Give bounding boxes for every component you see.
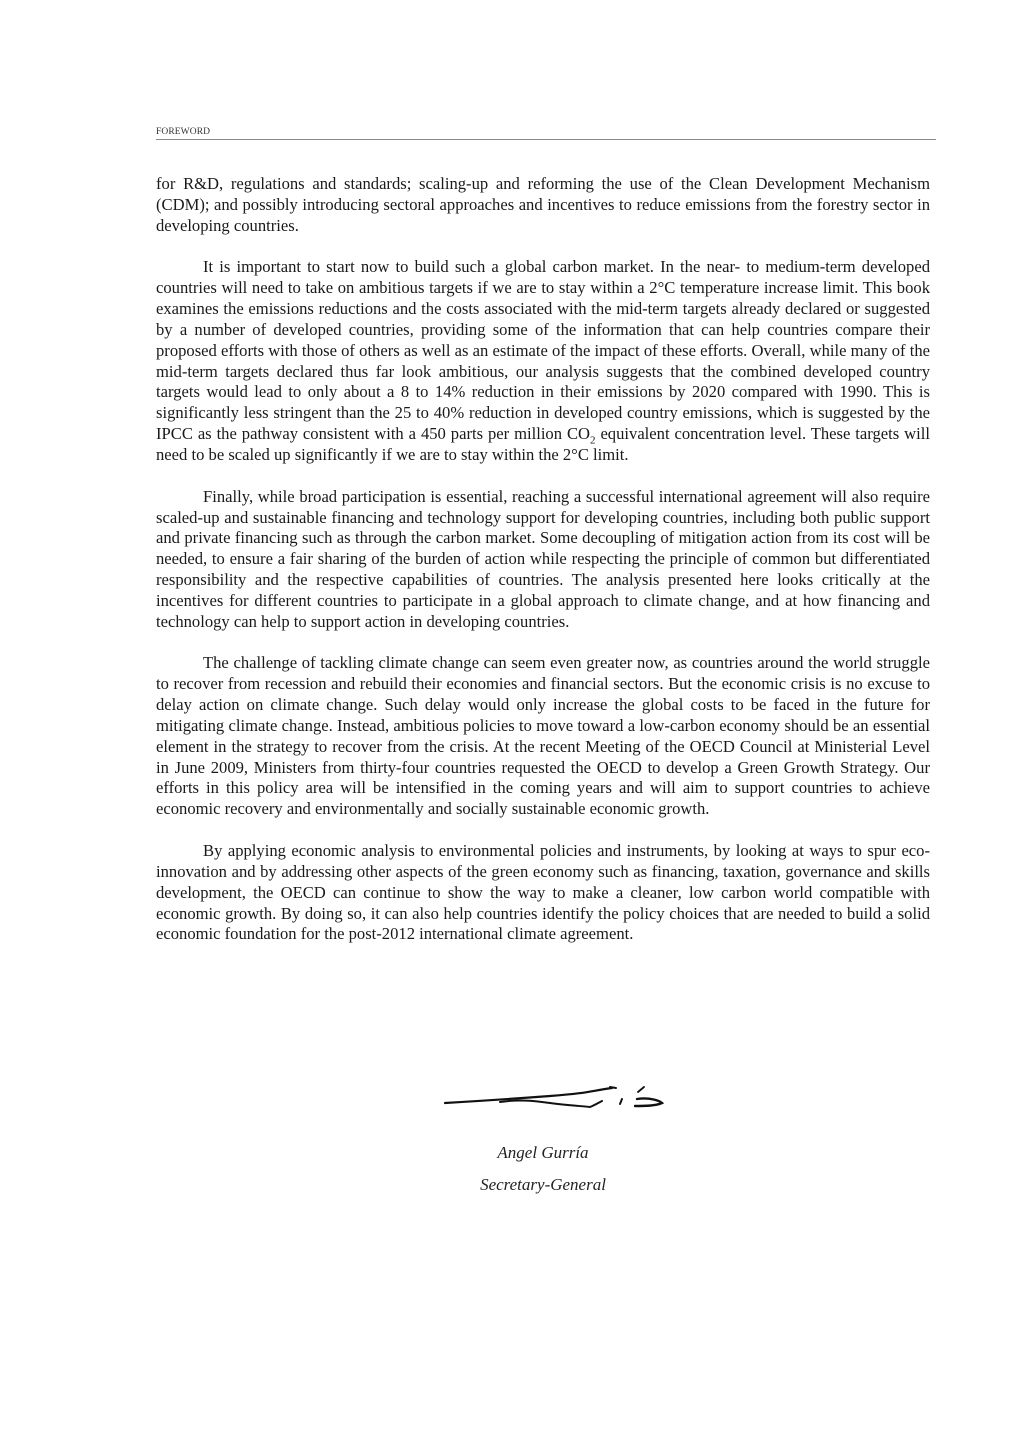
signatory-title: Secretary-General bbox=[480, 1175, 606, 1194]
paragraph-2-text-a: It is important to start now to build su… bbox=[156, 257, 930, 444]
paragraph-4: The challenge of tackling climate change… bbox=[156, 653, 930, 819]
paragraph-2-text-b: equivalent concentration level. These ta… bbox=[156, 424, 930, 464]
foreword-body: for R&D, regulations and standards; scal… bbox=[156, 174, 930, 966]
signatory-name: Angel Gurría bbox=[497, 1143, 589, 1162]
paragraph-1: for R&D, regulations and standards; scal… bbox=[156, 174, 930, 235]
signature-image bbox=[443, 1086, 665, 1109]
paragraph-2: It is important to start now to build su… bbox=[156, 257, 930, 465]
co2-subscript: 2 bbox=[590, 434, 596, 447]
section-label: FOREWORD bbox=[156, 127, 211, 137]
paragraph-3: Finally, while broad participation is es… bbox=[156, 486, 930, 631]
running-header: FOREWORD bbox=[156, 127, 936, 140]
paragraph-5: By applying economic analysis to environ… bbox=[156, 841, 930, 944]
